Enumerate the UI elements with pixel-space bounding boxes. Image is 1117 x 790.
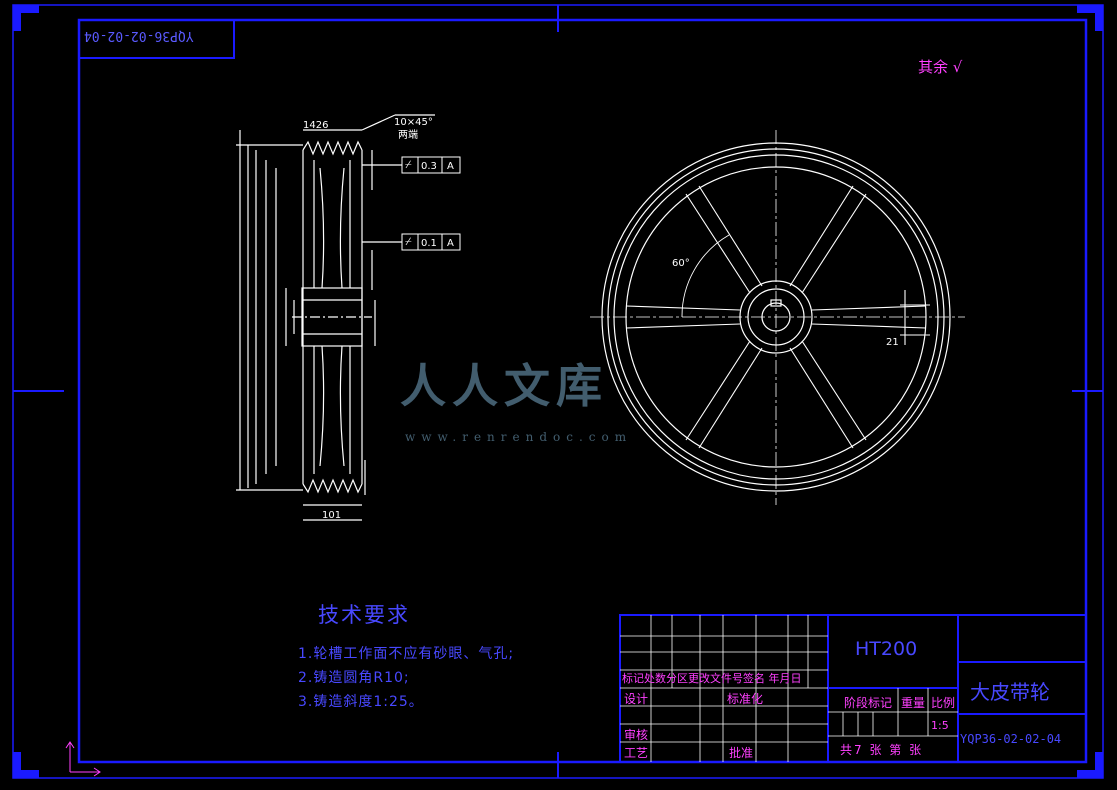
dim-21: 21 [886, 337, 899, 348]
dim-chamfer-note: 两端 [398, 128, 418, 141]
sheet-count: 共7 张 第 张 [840, 743, 924, 757]
label-standardize: 标准化 [727, 692, 764, 706]
centering-marks [13, 5, 1103, 778]
scale-value: 1:5 [931, 719, 949, 732]
svg-text:⌿: ⌿ [405, 158, 412, 171]
label-design: 设计 [624, 692, 649, 706]
requirement-2: 2.铸造圆角R10; [298, 670, 410, 686]
dim-chamfer: 10×45° [394, 117, 433, 128]
front-wheel-view [590, 130, 965, 505]
corner-markers [13, 5, 1103, 778]
side-view-dim-text: 1426 10×45° 两端 0.3 A 0.1 A 101 ⌿ ⌿ [303, 117, 454, 521]
svg-text:⌿: ⌿ [405, 235, 412, 248]
title-block-grid [620, 615, 958, 762]
tech-req-title: 技术要求 [318, 603, 410, 627]
front-view-dim-text: 60° 21 [672, 258, 899, 348]
check-icon: √ [952, 58, 963, 76]
ucs-icon [65, 741, 101, 777]
label-approve: 批准 [729, 746, 754, 760]
label-review: 审核 [624, 728, 649, 742]
drawing-number: YQP36-02-02-04 [960, 732, 1062, 746]
wheel-spokes [625, 185, 930, 449]
code-box [78, 19, 235, 59]
label-ratio: 比例 [931, 696, 956, 710]
tol1-ref: A [447, 161, 454, 172]
tol2-ref: A [447, 238, 454, 249]
watermark-url: www.renrendoc.com [405, 430, 633, 444]
surface-note-text: 其余 [918, 58, 949, 76]
requirement-1: 1.轮槽工作面不应有砂眼、气孔; [298, 646, 515, 662]
requirement-3: 3.铸造斜度1:25。 [298, 694, 424, 710]
label-process: 工艺 [624, 746, 649, 760]
drawing-code-rotated: YQP36-02-02-04 [84, 28, 194, 43]
tol1-value: 0.3 [421, 161, 437, 172]
label-weight: 重量 [901, 696, 926, 710]
dim-top-width: 1426 [303, 120, 328, 131]
dim-angle: 60° [672, 258, 690, 269]
row-headers: 标记处数分区更改文件号签名 年月日 [622, 672, 802, 685]
surface-roughness-note: 其余 √ [918, 56, 962, 77]
dim-bottom-width: 101 [322, 510, 341, 521]
tolerance-frames [401, 156, 461, 251]
title-block [619, 614, 1087, 763]
part-name: 大皮带轮 [970, 680, 1050, 704]
watermark-logo: 人人文库 [400, 359, 608, 413]
tol2-value: 0.1 [421, 238, 437, 249]
label-stage-mark: 阶段标记 [844, 696, 893, 710]
material: HT200 [855, 638, 918, 660]
side-section-view [236, 114, 435, 521]
